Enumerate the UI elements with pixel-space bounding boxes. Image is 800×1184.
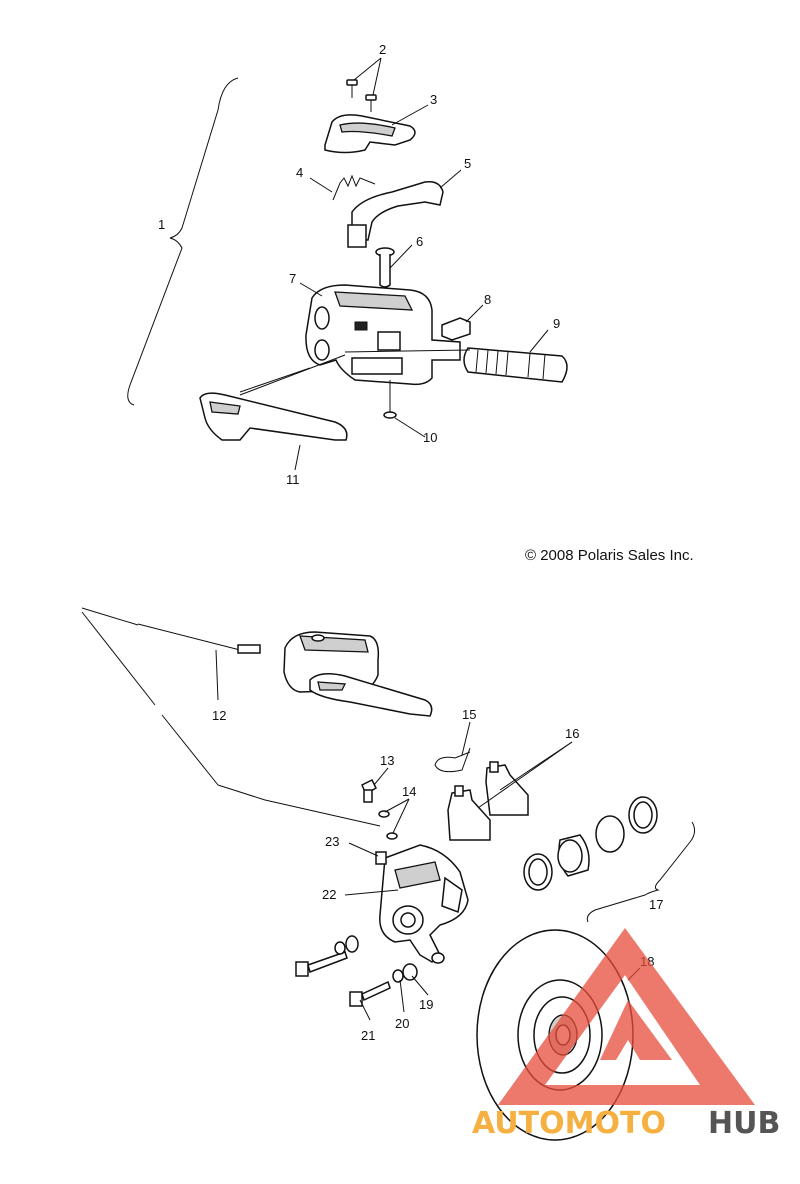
callout-9: 9	[553, 316, 560, 331]
brake-line	[81, 607, 381, 827]
callout-22: 22	[322, 887, 336, 902]
callout-23: 23	[325, 834, 339, 849]
master-cylinder-assembled	[283, 631, 433, 717]
callout-15: 15	[462, 707, 476, 722]
copyright-text: © 2008 Polaris Sales Inc.	[525, 547, 694, 564]
watermark-text-right: HUB	[708, 1106, 780, 1141]
lever-arm	[347, 180, 444, 248]
bleeder-valve	[375, 851, 387, 865]
callout-3: 3	[430, 92, 437, 107]
callout-21: 21	[361, 1028, 375, 1043]
banjo-bolt	[361, 778, 377, 803]
spring-part	[332, 174, 376, 201]
pad-pin-clip	[434, 747, 471, 773]
callout-11: 11	[286, 472, 300, 487]
caliper-body	[379, 844, 469, 964]
assembly-bracket	[127, 77, 239, 406]
watermark-text-left: AUTOMOTO	[472, 1106, 666, 1141]
mounting-bolts	[295, 935, 418, 1007]
callout-19: 19	[419, 997, 433, 1012]
brake-lever	[199, 392, 348, 441]
callout-10: 10	[423, 430, 437, 445]
callout-20: 20	[395, 1016, 409, 1031]
callout-12: 12	[212, 708, 226, 723]
callout-1: 1	[158, 217, 165, 232]
callout-8: 8	[484, 292, 491, 307]
piston-seal-kit	[523, 796, 658, 891]
leader-lines-bottom	[215, 649, 641, 1021]
pivot-pin	[375, 247, 395, 288]
throttle-grip	[463, 347, 568, 383]
callout-5: 5	[464, 156, 471, 171]
callout-16: 16	[565, 726, 579, 741]
callout-14: 14	[402, 784, 416, 799]
master-cylinder-body	[305, 284, 461, 386]
brake-switch	[441, 317, 471, 341]
watermark-triangle-icon	[498, 928, 755, 1105]
callout-4: 4	[296, 165, 303, 180]
washer-lower	[386, 832, 398, 840]
callout-2: 2	[379, 42, 386, 57]
callout-7: 7	[289, 271, 296, 286]
kit-bracket	[586, 821, 696, 923]
leader-lines-top	[239, 57, 549, 471]
washer-upper	[378, 810, 390, 818]
screw-parts	[346, 79, 377, 112]
callout-6: 6	[416, 234, 423, 249]
reservoir-cover	[324, 114, 416, 154]
brake-pads	[447, 761, 529, 841]
watermark-logo	[498, 928, 755, 1105]
callout-13: 13	[380, 753, 394, 768]
callout-17: 17	[649, 897, 663, 912]
